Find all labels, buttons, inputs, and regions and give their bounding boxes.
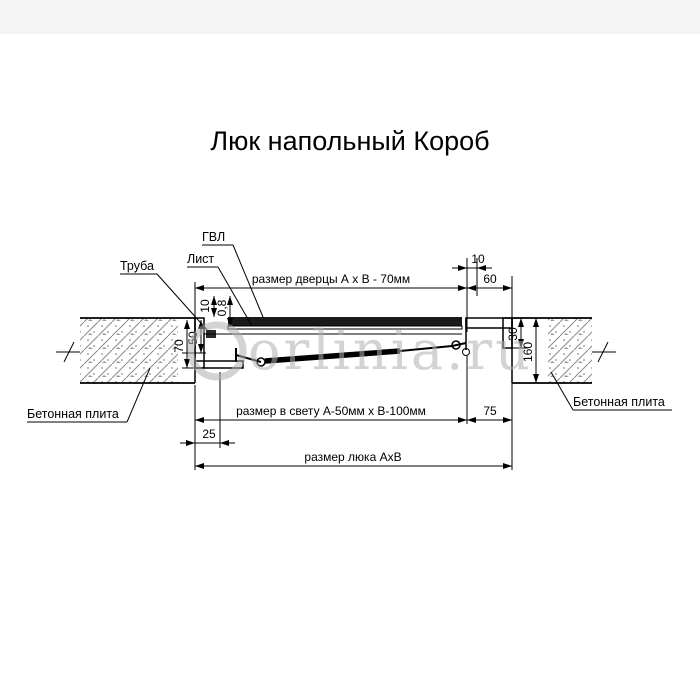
dim-75-label: 75 — [483, 404, 497, 418]
slab-right-hatch — [548, 318, 592, 383]
callout-sheet-leader — [217, 266, 253, 327]
top-strip — [0, 0, 700, 34]
strut-pivot-left — [256, 357, 266, 367]
lid-gvl-panel — [228, 317, 462, 326]
callout-gvl-leader — [232, 244, 264, 318]
gas-strut-rod — [399, 345, 453, 352]
watermark: orlinia.ru — [187, 319, 533, 382]
concrete-slab-left — [56, 317, 196, 384]
callout-concrete-left-leader — [126, 367, 151, 423]
top-dimensions: размер дверцы А х В - 70мм 10 60 10 0,8 — [194, 252, 513, 332]
dim-70-label: 70 — [172, 339, 186, 353]
dim-hatch-label: размер люка АхВ — [304, 450, 401, 464]
slab-left-break-slash — [63, 341, 75, 363]
callout-gvl-label: ГВЛ — [202, 230, 225, 244]
dim-60-label: 60 — [483, 272, 497, 286]
slab-left-hatch — [80, 318, 178, 383]
dim-door-label: размер дверцы А х В - 70мм — [252, 272, 410, 286]
callout-tube-leader — [156, 273, 209, 332]
latch-roller — [462, 348, 470, 356]
dim-25-label: 25 — [202, 427, 216, 441]
callout-concrete-right-leader — [550, 371, 574, 411]
callout-tube-label: Труба — [120, 259, 154, 273]
dim-160-label: 160 — [521, 342, 535, 362]
watermark-logo-ring — [187, 321, 247, 381]
callouts: ГВЛ Лист Труба Бетонная плита Бетонная п… — [27, 230, 672, 423]
page-title: Люк напольный Короб — [210, 126, 489, 156]
right-dimensions: 30 160 — [506, 318, 539, 383]
dim-lid-08-label: 0,8 — [215, 299, 229, 316]
slab-right-break-slash — [597, 341, 609, 363]
dim-lid-10-label: 10 — [198, 299, 212, 313]
dim-10-label: 10 — [471, 252, 485, 266]
callout-concrete-left-label: Бетонная плита — [27, 407, 119, 421]
strut-mount-right-arm — [451, 342, 467, 347]
strut-pivot-right — [451, 340, 461, 350]
dim-30-label: 30 — [506, 327, 520, 341]
dim-clear-label: размер в свету А-50мм х В-100мм — [236, 404, 426, 418]
callout-sheet-label: Лист — [187, 252, 214, 266]
gas-strut-cylinder — [264, 348, 401, 364]
bottom-dimensions: размер в свету А-50мм х В-100мм 75 25 ра… — [180, 356, 513, 470]
callout-concrete-right-label: Бетонная плита — [573, 395, 665, 409]
concrete-slab-right — [511, 317, 616, 384]
watermark-text: orlinia.ru — [248, 319, 533, 382]
